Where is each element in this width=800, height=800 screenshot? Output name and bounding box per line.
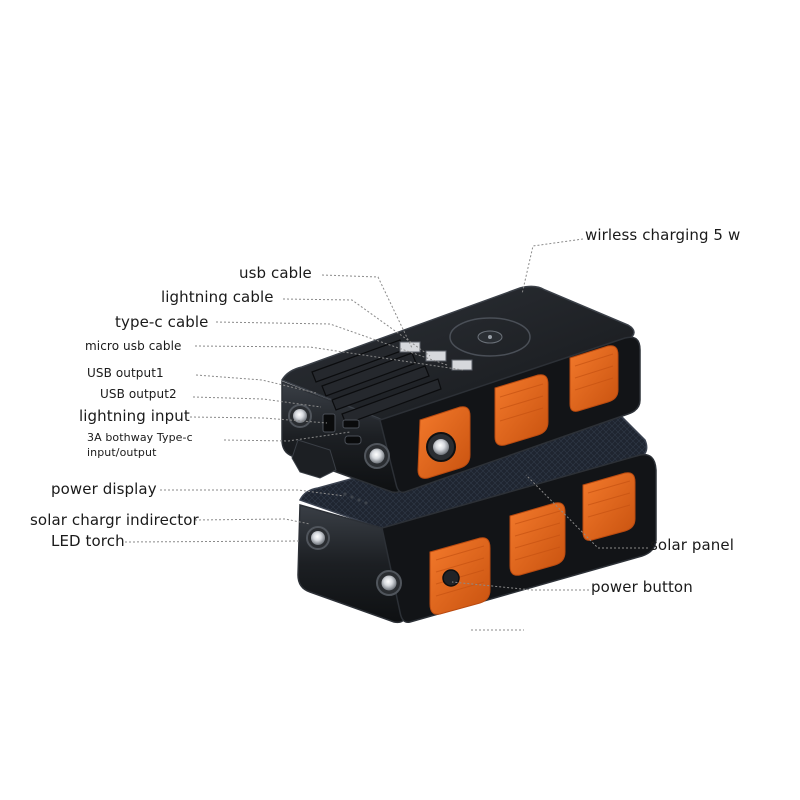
label-typec-cable: type-c cable <box>115 313 209 331</box>
label-wireless-charging: wirless charging 5 w <box>585 226 741 244</box>
label-usb-output2: USB output2 <box>100 387 177 401</box>
label-micro-usb-cable: micro usb cable <box>85 339 182 353</box>
label-typec-bothway: 3A bothway Type-c input/output <box>87 431 193 461</box>
wireless-charging-icon <box>449 317 531 357</box>
cable-bays <box>311 339 442 425</box>
led-torch-top-right <box>364 443 390 469</box>
bottom-bumper-1 <box>429 537 491 615</box>
front-ports <box>322 413 362 445</box>
stand-clip <box>291 439 337 479</box>
top-bumper-3 <box>569 345 619 412</box>
label-solar-panel: solar panel <box>650 536 735 554</box>
label-solar-indicator: solar chargr indirector <box>30 511 199 529</box>
label-power-button: power button <box>591 578 693 596</box>
label-typec-line1: 3A bothway Type-c <box>87 431 193 444</box>
leader-lines <box>124 238 648 631</box>
led-torch-front-right <box>376 570 402 596</box>
bottom-bumper-2 <box>509 502 566 576</box>
top-bumper-2 <box>494 374 549 446</box>
label-typec-line2: input/output <box>87 445 157 459</box>
top-power-bank <box>280 285 641 494</box>
label-power-display: power display <box>51 480 157 498</box>
label-usb-cable: usb cable <box>239 264 312 282</box>
led-torch-top-left <box>288 404 312 428</box>
power-button-icon[interactable] <box>442 569 460 587</box>
label-led-torch: LED torch <box>51 532 125 550</box>
bottom-bumper-3 <box>582 472 636 541</box>
bottom-power-bank <box>297 410 657 624</box>
label-usb-output1: USB output1 <box>87 366 164 380</box>
power-display <box>343 492 368 505</box>
flashlight-icon[interactable] <box>426 432 456 462</box>
label-lightning-cable: lightning cable <box>161 288 274 306</box>
led-torch-front-left <box>306 526 330 550</box>
label-lightning-input: lightning input <box>79 407 190 425</box>
